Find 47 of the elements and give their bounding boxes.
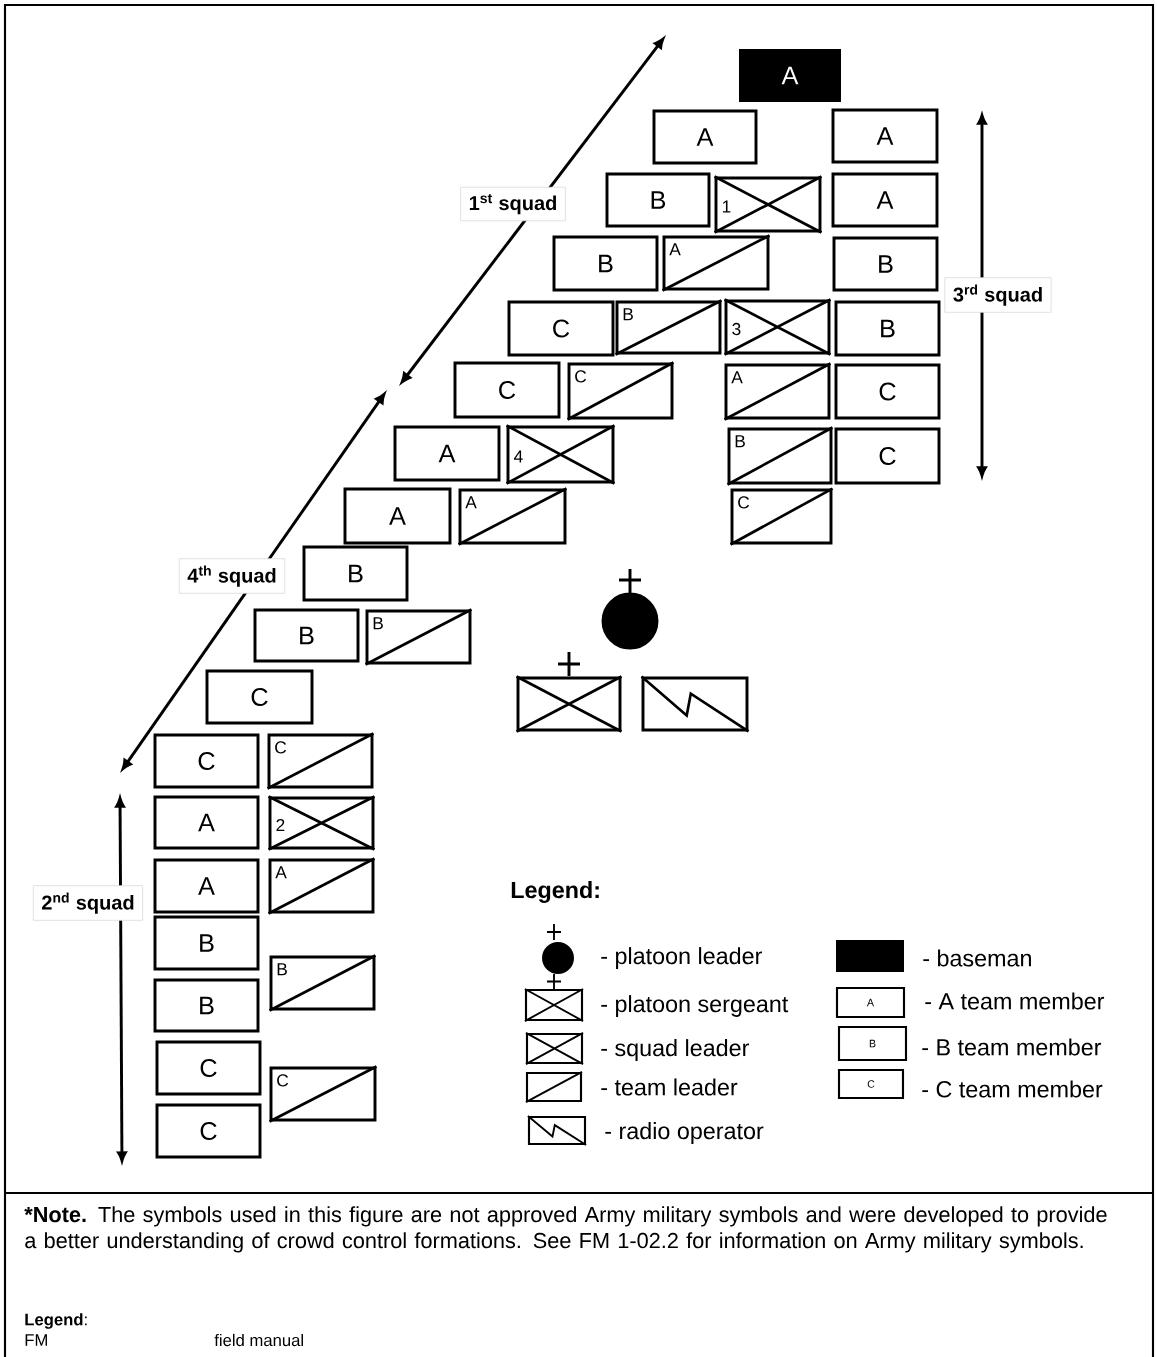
team-leader-box: B	[364, 608, 473, 666]
squad-leader-box: 1	[713, 175, 823, 234]
team-leader-box: A	[723, 362, 832, 421]
legend-text: - baseman	[923, 949, 1031, 967]
abbreviation-definition: field manual	[214, 1333, 303, 1347]
note-text: *Note. The symbols used in this figure are not approved Army military symbols and were developed to provide a better understanding of crowd control formations. See FM 1-02.2 for information on Army military symbols.	[24, 1206, 1107, 1253]
team-member-box: A	[393, 425, 501, 482]
team-member-box: B	[834, 300, 941, 357]
team-member-box: C	[155, 1103, 262, 1159]
team-leader-box: A	[457, 487, 568, 546]
team-leader-box: A	[661, 234, 771, 292]
team-member-box: A	[831, 172, 939, 228]
abbreviation: FM	[25, 1334, 47, 1346]
team-member-box: B	[153, 915, 260, 971]
team-member-box: C	[834, 363, 941, 420]
team-leader-box: B	[268, 954, 377, 1012]
team-member-box: A	[153, 858, 260, 914]
legend-text: - A team member	[925, 992, 1105, 1010]
team-member-box: A	[153, 795, 260, 850]
squad-label: 2$^{nd}$ squad	[32, 885, 144, 921]
radio-operator-symbol	[640, 675, 750, 733]
team-member-box: A	[831, 108, 939, 164]
team-leader-box: B	[726, 426, 834, 486]
platoon-sergeant-symbol	[515, 650, 623, 733]
legend-heading: Legend:	[511, 881, 599, 903]
legend-text: - radio operator	[605, 1122, 764, 1144]
team-leader-box: C	[729, 487, 834, 546]
squad-leader-box: 2	[267, 795, 376, 851]
legend-text: - C team member	[922, 1080, 1103, 1098]
team-member-box: B	[153, 978, 260, 1033]
team-member-box: C	[155, 1040, 262, 1096]
baseman-box: A	[739, 49, 841, 102]
legend-text: - B team member	[922, 1038, 1102, 1056]
team-member-box: C	[834, 427, 941, 485]
team-member-box: A	[652, 109, 758, 165]
squad-leader-box: 3	[723, 298, 832, 356]
platoon-leader-symbol	[601, 567, 659, 650]
squad-label: 3$^{rd}$ squad	[944, 277, 1052, 313]
team-member-box: B	[832, 236, 939, 292]
squad-leader-box: 4	[505, 424, 616, 485]
team-leader-box: A	[267, 857, 376, 915]
legend-text: - squad leader	[601, 1039, 749, 1061]
team-leader-box: C	[268, 1065, 378, 1123]
legend-text: - platoon sergeant	[601, 995, 789, 1017]
legend-text: - platoon leader	[601, 947, 762, 969]
legend-heading: Legend:	[25, 1313, 87, 1329]
legend-text: - team leader	[601, 1078, 738, 1096]
